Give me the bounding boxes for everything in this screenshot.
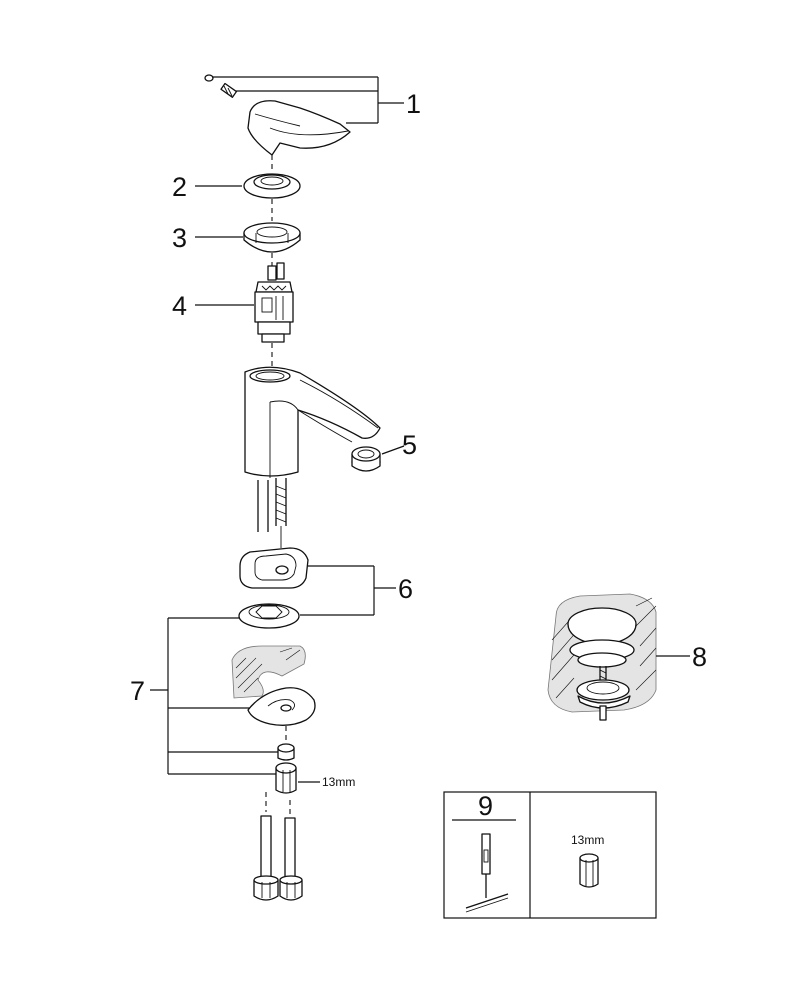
callout-6: 6	[398, 574, 413, 604]
wrench-size-label: 13mm	[322, 775, 355, 789]
callout-2: 2	[172, 172, 187, 202]
grub-screw	[204, 74, 238, 98]
callout-1: 1	[406, 89, 421, 119]
flexible-hoses-lower	[253, 792, 303, 901]
part-2-cap	[243, 173, 301, 199]
callout-1-leader	[212, 76, 404, 124]
part-9-special-key	[465, 833, 509, 913]
part-3-locking-nut	[243, 222, 301, 253]
supply-hoses-upper	[257, 478, 287, 548]
callout-5: 5	[402, 430, 417, 460]
callout-3: 3	[172, 223, 187, 253]
part-7-horseshoe-washer	[247, 687, 316, 726]
callout-8: 8	[692, 642, 707, 672]
callout-4: 4	[172, 291, 187, 321]
part-7-hex-nut	[275, 762, 297, 794]
part-6-base-plate	[239, 547, 309, 589]
part-4-cartridge	[254, 262, 294, 343]
part-1-lever-handle	[204, 74, 351, 156]
callout-7: 7	[130, 676, 145, 706]
basin-section-hint	[231, 645, 306, 699]
part-6-washer	[238, 603, 300, 629]
callout-9: 9	[478, 791, 493, 821]
mixer-body	[244, 366, 381, 478]
tool-box-size-label: 13mm	[571, 833, 604, 847]
callout-5-leader	[381, 445, 405, 455]
callout-7-leader	[150, 617, 278, 775]
tool-box	[443, 791, 657, 919]
part-5-aerator	[351, 446, 381, 472]
callout-6-leader	[300, 565, 396, 616]
hex-socket-13mm	[579, 853, 599, 888]
part-8-pop-up-waste	[567, 607, 637, 721]
part-7-small-nut	[277, 743, 295, 761]
